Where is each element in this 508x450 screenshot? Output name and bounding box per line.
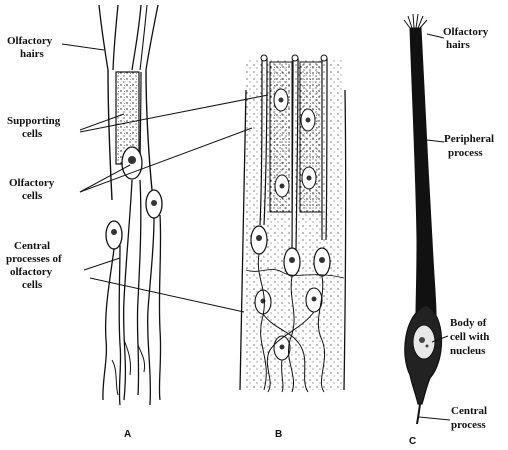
label-peripheral-process: Peripheral [444, 133, 494, 145]
label-peripheral-process-2: process [448, 147, 483, 159]
panel-label-a: A [124, 429, 131, 440]
label-olfactory-hairs-right-2: hairs [446, 39, 471, 51]
label-olfactory-hairs-right: Olfactory [443, 26, 489, 38]
label-central-processes: Central [14, 240, 50, 252]
label-olfactory-hairs-left-2: hairs [20, 48, 45, 60]
label-body-of-cell-2: cell with [450, 331, 489, 343]
label-central-processes-2: processes of [6, 253, 62, 265]
label-body-of-cell-3: nucleus [450, 345, 486, 357]
panel-a-drawing [99, 5, 162, 405]
label-olfactory-cells-2: cells [22, 190, 43, 202]
label-central-process-2: process [451, 419, 486, 431]
label-olfactory-cells: Olfactory [9, 177, 55, 189]
panel-label-b: B [275, 429, 282, 440]
label-olfactory-hairs-left: Olfactory [7, 35, 53, 47]
label-central-processes-3: olfactory [10, 266, 53, 278]
panel-label-c: C [409, 436, 416, 447]
label-supporting-cells: Supporting [7, 115, 61, 127]
label-body-of-cell: Body of [450, 317, 487, 329]
label-central-process: Central [451, 405, 487, 417]
label-supporting-cells-2: cells [22, 128, 43, 140]
panel-c-drawing [404, 14, 442, 424]
label-central-processes-4: cells [22, 279, 43, 291]
panel-b-drawing [240, 55, 346, 392]
